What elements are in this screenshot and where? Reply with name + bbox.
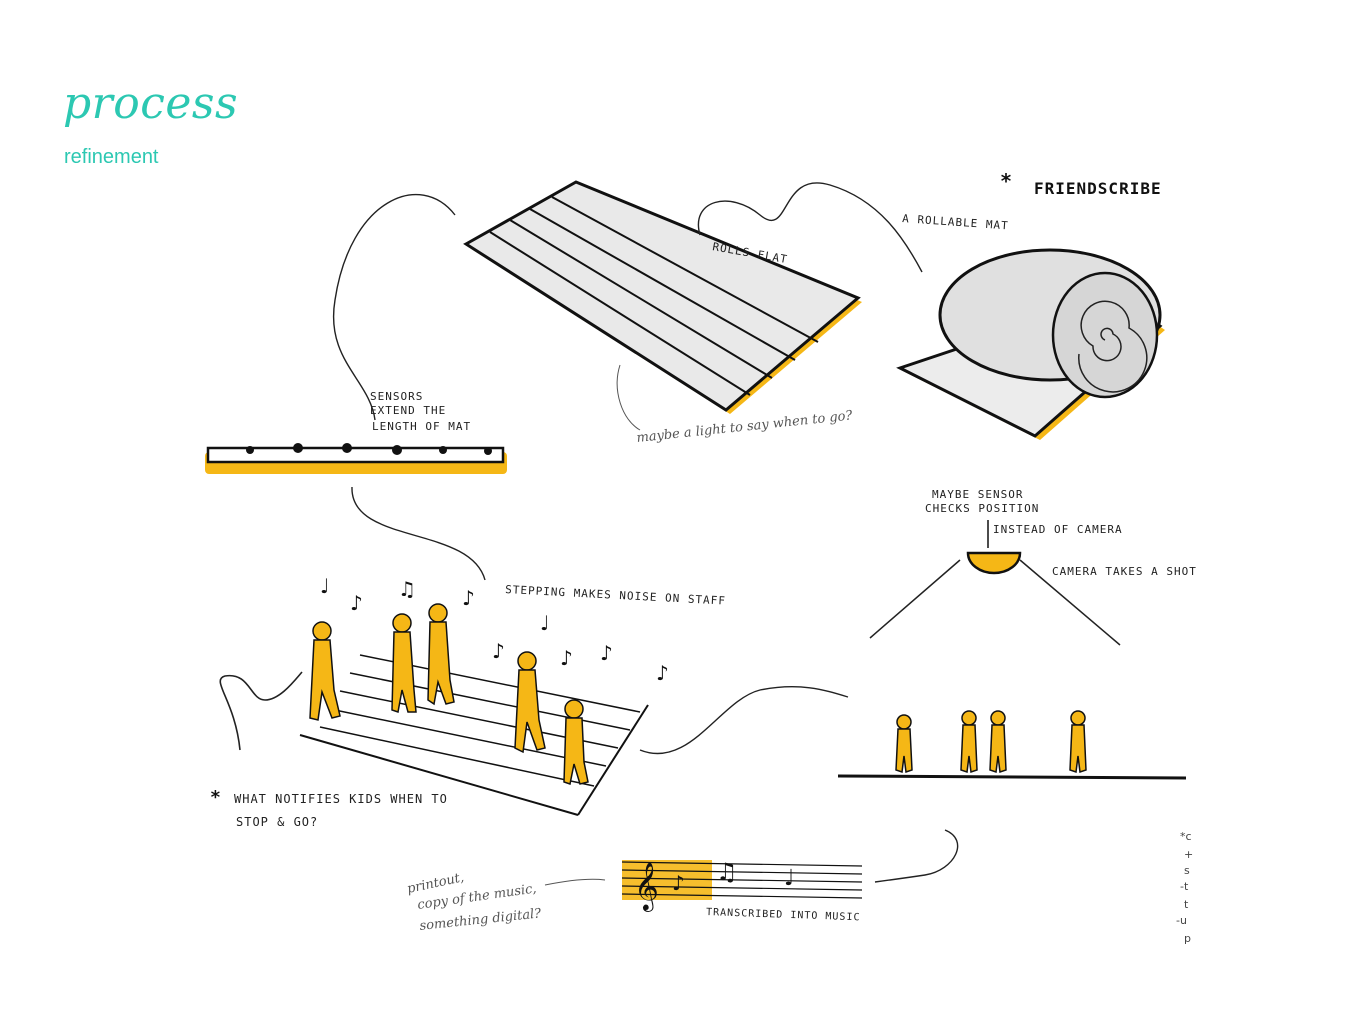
- sensors-label-3: LENGTH OF MAT: [372, 420, 471, 433]
- margin-marks: *c + s -t t -u p: [1176, 830, 1193, 945]
- svg-text:♪: ♪: [672, 871, 685, 895]
- arrow-to-side-view: [332, 193, 456, 421]
- camera-shot-label: CAMERA TAKES A SHOT: [1052, 565, 1197, 578]
- side-view-drawing: [205, 443, 507, 474]
- svg-text:♫: ♫: [398, 577, 416, 601]
- svg-text:+: +: [1184, 848, 1193, 861]
- notifies-label-2: STOP & GO?: [236, 815, 318, 829]
- transcription-drawing: 𝄞 ♪ ♫ ♩: [621, 858, 863, 912]
- svg-text:♪: ♪: [560, 646, 573, 670]
- stepping-label: STEPPING MAKES NOISE ON STAFF: [505, 583, 726, 608]
- transcribed-label: TRANSCRIBED INTO MUSIC: [706, 907, 861, 923]
- maybe-sensor-label-2: CHECKS POSITION: [925, 502, 1039, 515]
- maybe-sensor-label-1: MAYBE SENSOR: [932, 488, 1023, 501]
- arrow-to-staff: [351, 486, 486, 581]
- svg-text:♪: ♪: [600, 641, 613, 665]
- arrow-printout: [544, 878, 606, 886]
- svg-text:-t: -t: [1180, 880, 1189, 893]
- music-notes: ♩ ♪ ♫ ♪ ♩ ♪ ♪ ♪ ♪: [320, 574, 669, 685]
- page-subtitle: refinement: [64, 146, 159, 168]
- svg-text:♪: ♪: [492, 639, 505, 663]
- svg-text:♩: ♩: [784, 866, 794, 891]
- arrow-loop-left: [219, 671, 303, 751]
- friendscribe-heading: FRIENDSCRIBE: [1034, 179, 1162, 198]
- rollable-mat-label: A ROLLABLE MAT: [902, 212, 1009, 232]
- arrow-to-transcription: [874, 829, 959, 883]
- svg-text:-u: -u: [1176, 914, 1187, 927]
- svg-text:♪: ♪: [462, 586, 475, 610]
- staff-figures: [309, 603, 589, 785]
- heading-star: *: [1000, 169, 1013, 193]
- rolled-mat-drawing: [896, 248, 1165, 440]
- svg-text:p: p: [1184, 932, 1191, 945]
- light-note: maybe a light to say when to go?: [636, 408, 854, 446]
- svg-text:𝄞: 𝄞: [634, 861, 659, 912]
- sensors-label-1: SENSORS: [370, 390, 423, 403]
- svg-text:♩: ♩: [320, 574, 329, 598]
- svg-text:t: t: [1184, 898, 1189, 911]
- page-title: process: [63, 78, 239, 129]
- svg-text:♪: ♪: [350, 591, 363, 615]
- arrow-to-figures: [639, 685, 849, 755]
- notifies-star: *: [210, 787, 222, 808]
- svg-text:s: s: [1184, 864, 1190, 877]
- arrow-flat-to-roll: [697, 182, 923, 273]
- printout-note-3: something digital?: [419, 906, 543, 934]
- camera-drawing: [869, 551, 1121, 646]
- side-figures: [895, 710, 1087, 774]
- instead-camera-label: INSTEAD OF CAMERA: [993, 523, 1123, 536]
- staff-drawing: [299, 654, 649, 816]
- flat-mat-drawing: [463, 180, 862, 414]
- svg-text:♩: ♩: [540, 611, 549, 635]
- ground-line: [837, 774, 1187, 780]
- notifies-label-1: WHAT NOTIFIES KIDS WHEN TO: [234, 792, 448, 806]
- svg-text:*c: *c: [1180, 830, 1192, 843]
- svg-text:♫: ♫: [716, 858, 738, 886]
- sensors-label-2: EXTEND THE: [370, 404, 446, 417]
- arrow-light-note: [616, 364, 641, 431]
- svg-text:♪: ♪: [656, 661, 669, 685]
